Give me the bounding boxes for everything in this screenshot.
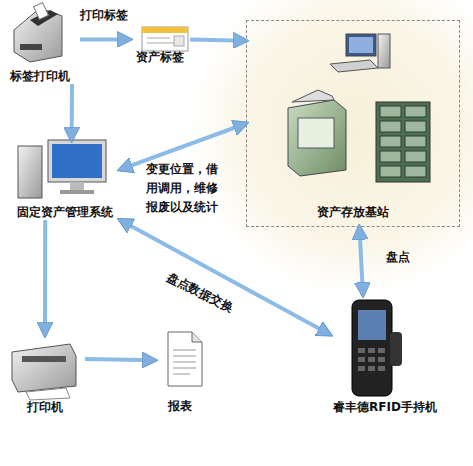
- rfid-handheld-icon: [352, 300, 402, 396]
- printer-node: 打印机: [5, 335, 85, 415]
- node-label: 报表: [135, 399, 225, 414]
- connector-arrow: [85, 359, 155, 360]
- connector-arrow: [70, 84, 74, 140]
- node-label: 标签打印机: [0, 69, 100, 84]
- report-node: 报表: [155, 330, 205, 414]
- filing-cabinet-icon: [376, 102, 430, 182]
- edge-label: 打印标签: [80, 6, 128, 25]
- node-label: 资产标签: [110, 50, 210, 65]
- asset-station-box: 资产存放基站: [246, 20, 460, 227]
- printer-icon: [12, 344, 76, 400]
- node-label: 睿丰德RFID手持机: [310, 400, 460, 415]
- storage-cabinet-icon: [288, 90, 346, 176]
- edge-label: 盘点数据交换: [163, 268, 236, 318]
- report-document-icon: [168, 332, 202, 386]
- connector-arrow: [359, 227, 363, 295]
- label-printer-node: 标签打印机: [0, 0, 80, 84]
- node-label: 固定资产管理系统: [0, 205, 140, 220]
- connector-arrow: [120, 220, 330, 335]
- asset-label-node: 资产标签: [130, 25, 190, 65]
- asset-label-icon: [142, 27, 188, 51]
- connector-arrow: [43, 220, 47, 335]
- label-printer-icon: [14, 3, 62, 62]
- desktop-pc-icon: [18, 140, 106, 198]
- node-label: 资产存放基站: [227, 205, 473, 220]
- connector-arrow: [190, 39, 246, 40]
- edge-label: 盘点: [386, 248, 410, 267]
- edge-label: 变更位置，借用调用，维修报废以及统计: [146, 160, 228, 217]
- node-label: 打印机: [0, 400, 105, 415]
- connector-arrow: [80, 37, 130, 41]
- handheld-node: 睿丰德RFID手持机: [330, 295, 440, 415]
- station-computer-icon: [330, 34, 390, 72]
- asset-system-node: 固定资产管理系统: [10, 140, 120, 220]
- background-glow: [190, 0, 473, 295]
